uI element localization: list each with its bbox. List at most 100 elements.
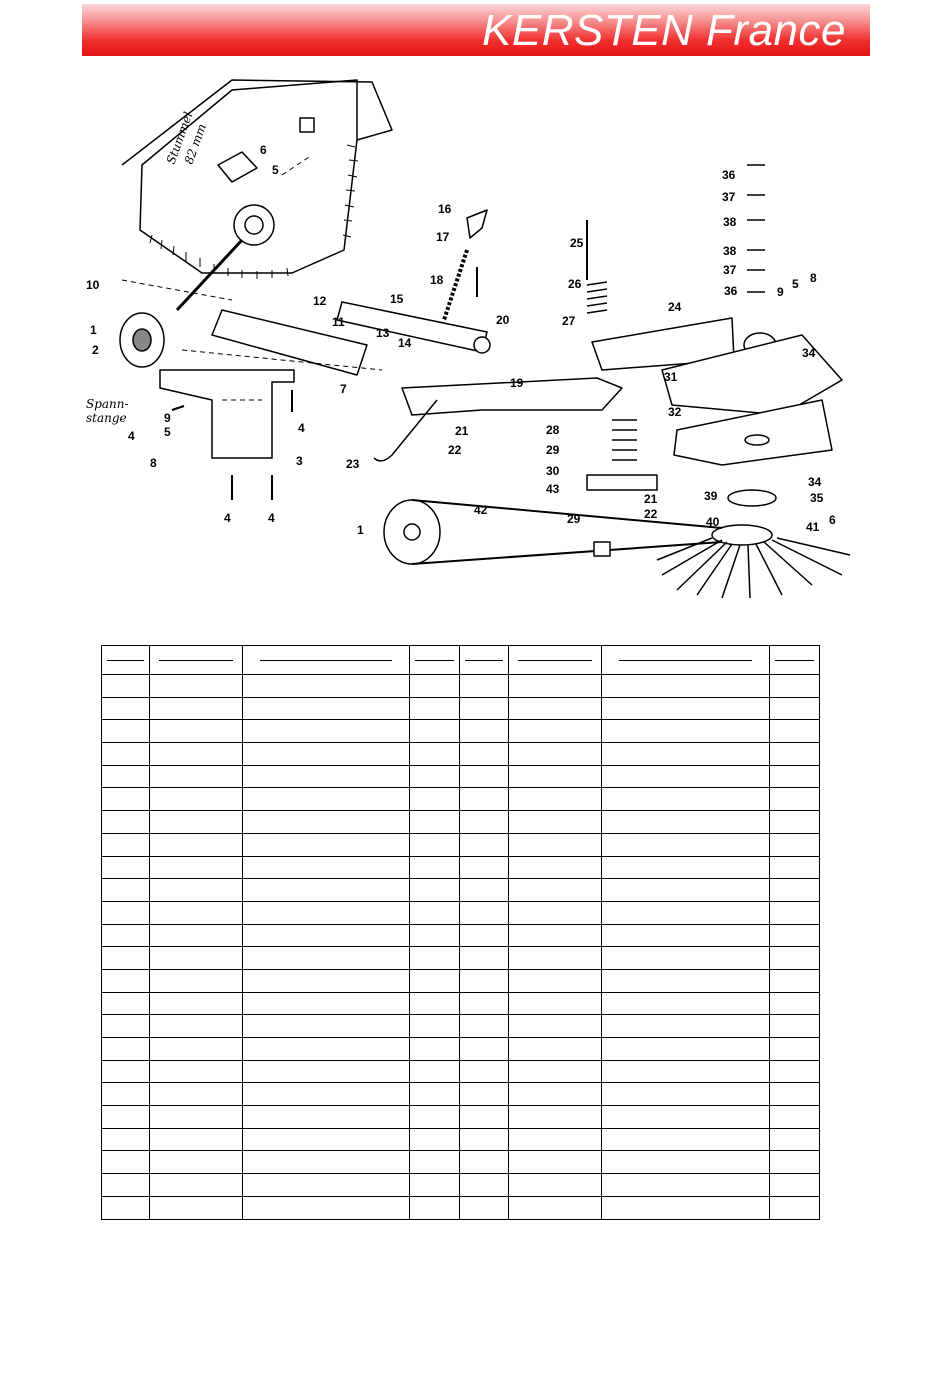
table-cell (459, 878, 509, 902)
table-cell (149, 968, 243, 993)
table-cell (769, 1105, 820, 1129)
housing-square (299, 117, 315, 133)
table-cell (149, 923, 243, 948)
table-cell (101, 968, 150, 993)
table-cell (769, 1195, 820, 1220)
table-cell (101, 878, 150, 902)
table-cell (769, 1150, 820, 1175)
table-cell (601, 696, 770, 721)
callout-18: 18 (430, 273, 444, 287)
table-cell (601, 764, 770, 789)
callout-6-right: 6 (829, 513, 836, 527)
callout-29: 29 (567, 512, 581, 526)
table-cell (508, 878, 602, 902)
callout-19: 19 (510, 376, 524, 390)
callout-32: 32 (668, 405, 682, 419)
table-cell (769, 923, 820, 948)
table-cell (409, 900, 460, 925)
table-cell (242, 855, 410, 880)
table-cell (508, 696, 602, 721)
table-cell (769, 787, 820, 812)
table-cell (459, 1037, 509, 1061)
table-cell (769, 1014, 820, 1038)
table-cell (149, 1127, 243, 1152)
table-cell (149, 764, 243, 789)
table-cell (601, 855, 770, 880)
table-cell (409, 1195, 460, 1220)
table-cell (409, 1037, 460, 1061)
table-cell (149, 742, 243, 766)
table-cell (508, 719, 602, 744)
table-cell (459, 968, 509, 993)
callout-41: 41 (806, 520, 820, 534)
table-row (101, 923, 820, 948)
table-cell (242, 946, 410, 970)
callout-12: 12 (313, 294, 327, 308)
table-cell (242, 1195, 410, 1220)
belt-tensioner (593, 541, 611, 557)
table-cell (242, 810, 410, 834)
table-cell (459, 1059, 509, 1084)
table-cell (459, 855, 509, 880)
callout-29-upper: 29 (546, 443, 560, 457)
table-cell (242, 1173, 410, 1197)
table-cell (601, 1150, 770, 1175)
callout-34: 34 (802, 346, 816, 360)
callout-13: 13 (376, 326, 390, 340)
table-row (101, 900, 820, 925)
table-cell (459, 1173, 509, 1197)
table-row (101, 696, 820, 721)
table-cell (459, 764, 509, 789)
table-cell (409, 1173, 460, 1197)
table-cell (459, 1014, 509, 1038)
callout-37: 37 (722, 190, 736, 204)
table-cell (459, 1195, 509, 1220)
callout-38: 38 (723, 215, 737, 229)
table-cell (101, 900, 150, 925)
table-cell (601, 832, 770, 857)
table-cell (409, 787, 460, 812)
plate-32 (673, 399, 833, 466)
support-arm (401, 377, 623, 416)
callout-4-right: 4 (298, 421, 305, 435)
table-cell (459, 1127, 509, 1152)
table-cell (508, 1037, 602, 1061)
table-cell (242, 832, 410, 857)
table-cell (409, 832, 460, 857)
table-cell (601, 1059, 770, 1084)
table-cell (601, 674, 770, 698)
pulley-lower (383, 499, 441, 565)
table-cell (242, 878, 410, 902)
table-cell (101, 1127, 150, 1152)
table-cell (508, 1082, 602, 1107)
table-row (101, 1105, 820, 1129)
table-cell (508, 1127, 602, 1152)
table-cell (601, 1195, 770, 1220)
callout-6: 6 (260, 143, 267, 157)
brush-hub (727, 489, 777, 507)
table-row (101, 719, 820, 744)
table-cell (508, 968, 602, 993)
table-cell (149, 832, 243, 857)
table-cell (242, 787, 410, 812)
table-cell (149, 1082, 243, 1107)
table-cell (508, 991, 602, 1016)
table-cell (508, 1059, 602, 1084)
table-cell (101, 1150, 150, 1175)
table-cell (242, 1014, 410, 1038)
table-cell (101, 946, 150, 970)
callout-26: 26 (568, 277, 582, 291)
callout-2: 2 (92, 343, 99, 357)
table-cell (101, 742, 150, 766)
label-stange: stange (86, 411, 127, 425)
callout-36-lower: 36 (724, 284, 738, 298)
table-cell (601, 1014, 770, 1038)
table-row (101, 1037, 820, 1061)
table-cell (101, 1037, 150, 1061)
sweeper-housing (139, 79, 358, 274)
table-row (101, 968, 820, 993)
table-cell (409, 1105, 460, 1129)
table-cell (242, 1059, 410, 1084)
callout-20: 20 (496, 313, 510, 327)
table-cell (601, 991, 770, 1016)
